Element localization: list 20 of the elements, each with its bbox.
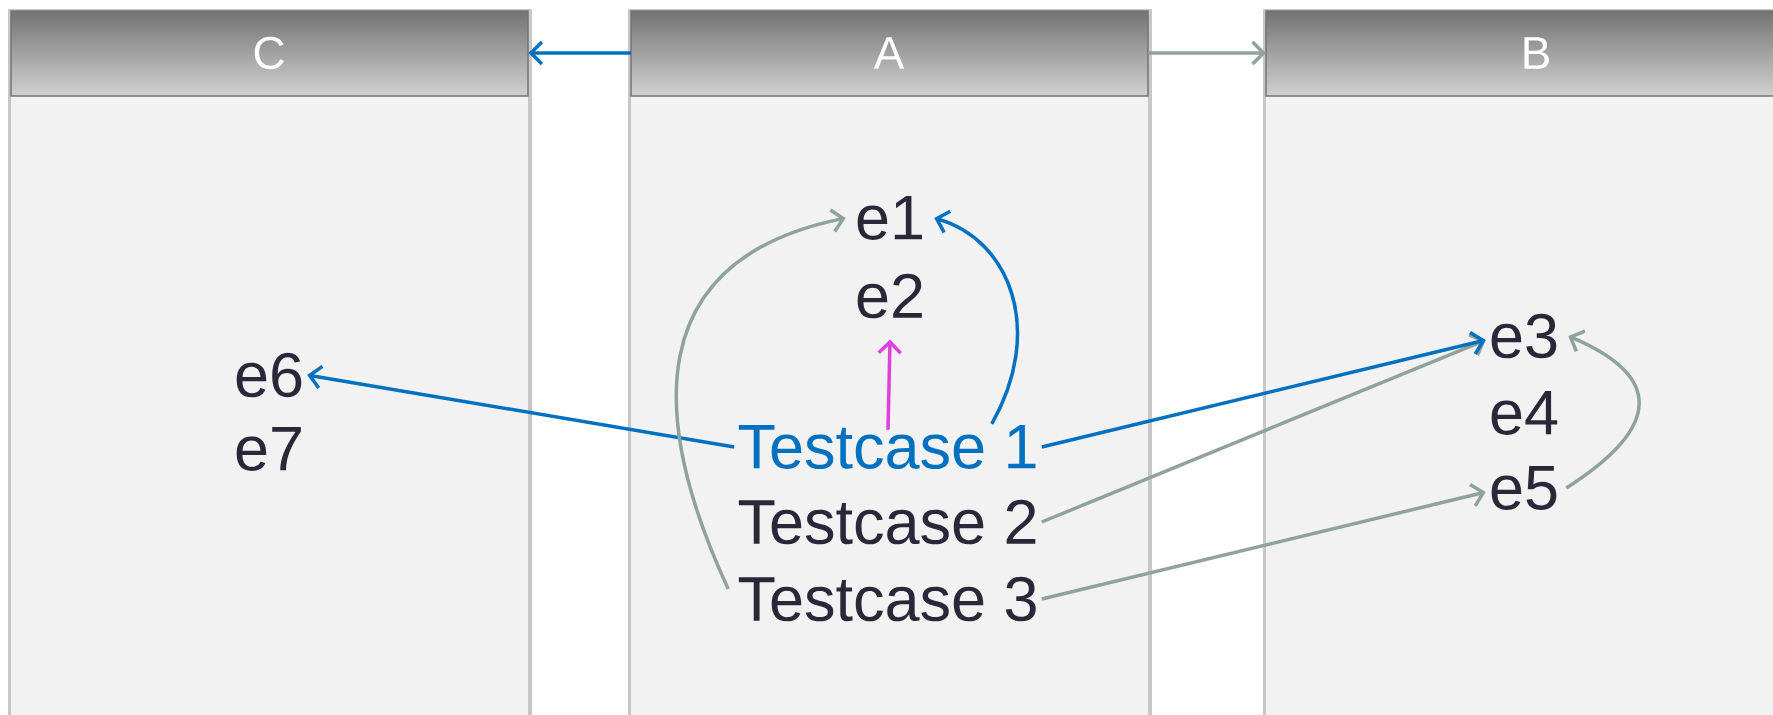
arrow — [528, 40, 631, 66]
label-text: e6 — [236, 352, 302, 398]
arrow — [1041, 330, 1486, 449]
label-text: e3 — [1491, 313, 1557, 359]
arrow — [877, 339, 902, 430]
arrow — [1041, 482, 1486, 601]
label-text: e7 — [236, 427, 301, 471]
label-text: e2 — [857, 273, 922, 319]
arrow — [307, 364, 735, 449]
label-text: Testcase 1 — [738, 425, 1036, 469]
label-text: e4 — [1491, 391, 1558, 435]
arrow — [1041, 333, 1486, 524]
label-text: Testcase 3 — [738, 576, 1036, 622]
label-text: e5 — [1491, 466, 1557, 510]
arrow — [674, 208, 846, 590]
arrow — [1565, 329, 1641, 490]
arrow — [1148, 40, 1266, 66]
label-text: e1 — [857, 196, 922, 240]
label-text: Testcase 2 — [738, 499, 1036, 545]
arrow — [934, 209, 1020, 425]
